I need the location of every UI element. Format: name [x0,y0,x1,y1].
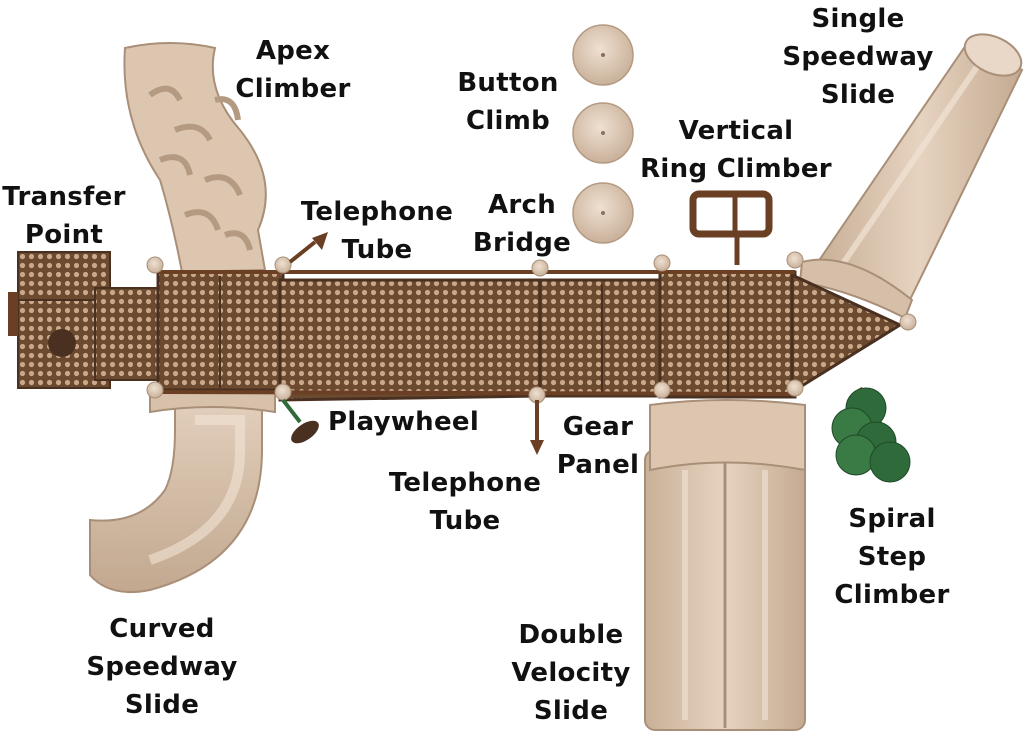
single-speedway-slide [798,33,1024,320]
label-double-velocity-slide: Double Velocity Slide [511,620,631,726]
label-telephone-tube-top: Telephone Tube [300,197,454,265]
label-arch-bridge: Arch Bridge [472,190,572,258]
label-apex-climber: Apex Climber [235,36,351,104]
label-telephone-tube-bottom: Telephone Tube [388,468,542,536]
double-velocity-slide [644,399,806,731]
label-gear-panel: Gear Panel [556,412,640,480]
label-transfer-point: Transfer Point [2,182,126,250]
apex-climber [123,42,267,274]
post-caps [146,251,917,404]
curved-speedway-slide [89,382,276,594]
label-single-speedway-slide: Single Speedway Slide [782,4,934,110]
button-climb [572,24,634,244]
vertical-ring-climber [689,190,773,265]
play-deck [8,251,904,402]
label-playwheel: Playwheel [328,407,480,437]
telephone-tube-bottom [530,400,544,455]
label-vertical-ring-climber: Vertical Ring Climber [640,116,832,184]
label-spiral-step-climber: Spiral Step Climber [834,504,950,610]
spiral-step-climber [831,387,911,483]
label-button-climb: Button Climb [457,68,559,136]
telephone-tube-top [288,232,328,264]
playwheel [281,398,319,444]
label-curved-speedway-slide: Curved Speedway Slide [86,614,238,720]
